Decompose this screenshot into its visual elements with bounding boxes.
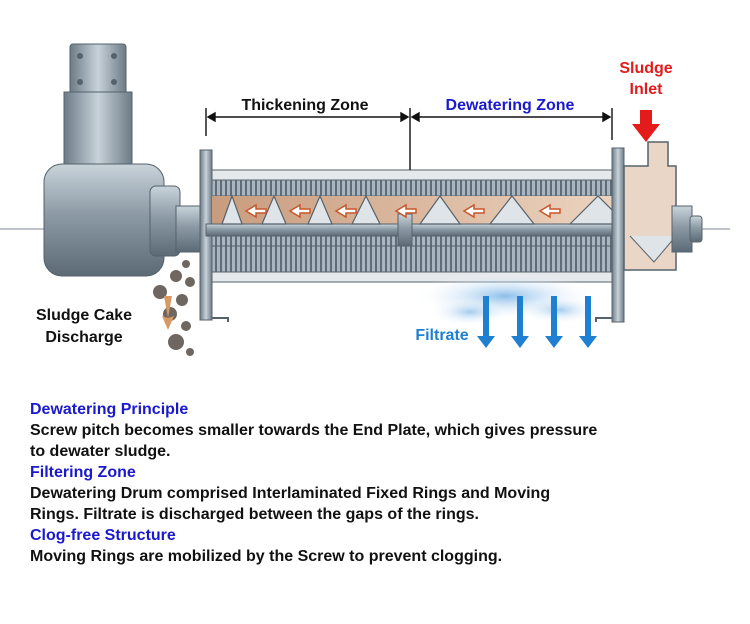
note-line: Screw pitch becomes smaller towards the … [30,422,598,439]
inlet-tank [595,141,703,323]
filtrate-spray [413,272,600,326]
note-heading-clog-free-structure: Clog-free Structure [30,527,176,544]
dewatering-zone-label: Dewatering Zone [446,97,575,114]
note-line: to dewater sludge. [30,443,171,460]
description-notes: Dewatering Principle Screw pitch becomes… [30,399,730,567]
screw-shaft [205,223,677,237]
zone-dimension-lines [205,108,613,170]
thickening-zone-label: Thickening Zone [241,97,368,114]
down-arrow-icon [632,110,660,142]
note-line: Rings. Filtrate is discharged between th… [30,506,479,523]
filtrate-label: Filtrate [415,327,468,344]
flow-arrows [244,203,561,219]
sludge-inlet-label-line2: Inlet [630,81,664,98]
filtrate-arrow-icon [477,296,597,348]
note-heading-dewatering-principle: Dewatering Principle [30,401,189,418]
note-line: Moving Rings are mobilized by the Screw … [30,548,503,565]
dewatering-drum [205,169,677,283]
sludge-inlet-label-line1: Sludge [619,60,672,77]
sludge-cake-label-line1: Sludge Cake [36,307,132,324]
note-line: Dewatering Drum comprised Interlaminated… [30,485,551,502]
motor-icon [43,43,207,277]
sludge-cake-label-line2: Discharge [45,329,122,346]
screw-press-diagram: Thickening Zone Dewatering Zone Sludge I… [0,43,730,356]
sludge-cake-icon [153,260,195,356]
note-heading-filtering-zone: Filtering Zone [30,464,136,481]
